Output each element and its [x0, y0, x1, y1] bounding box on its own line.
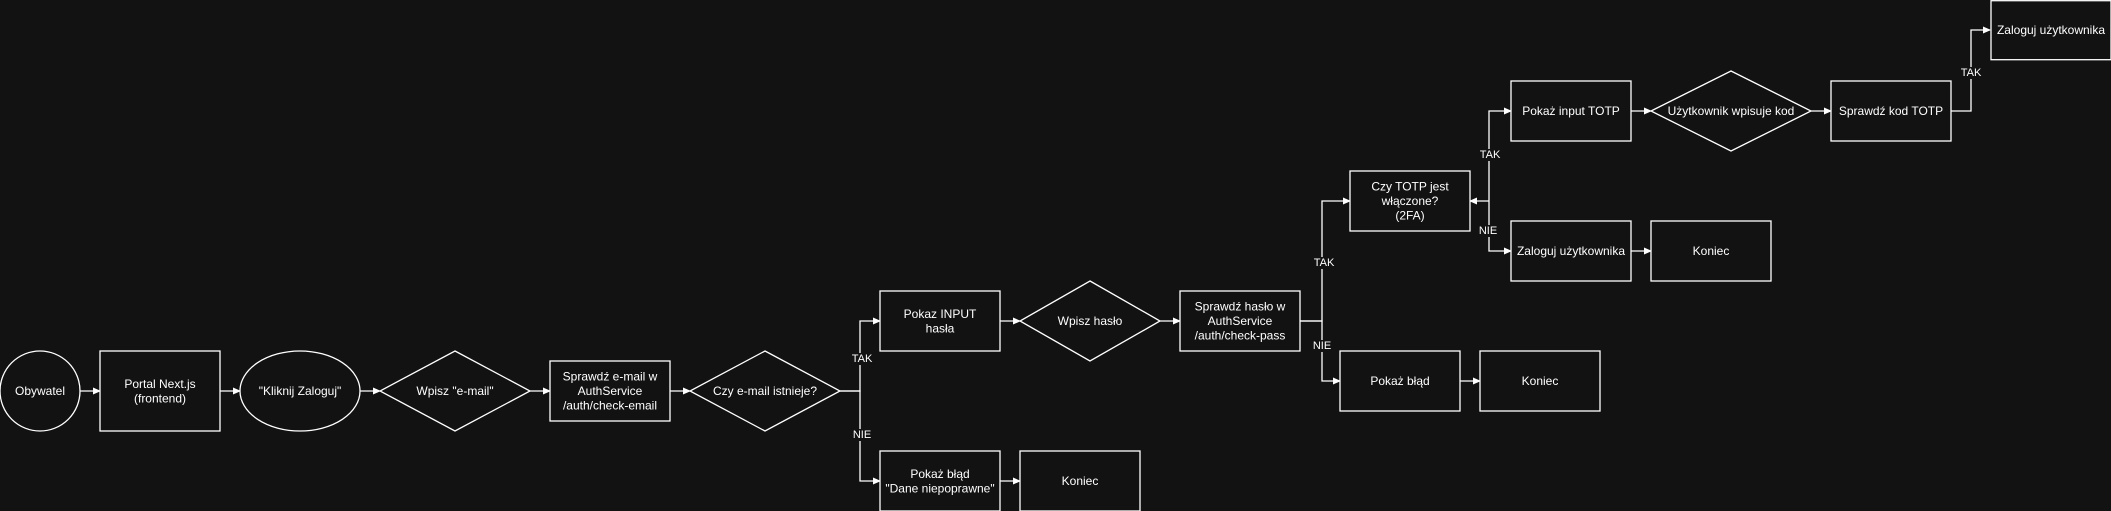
- node-shape: [1649, 70, 1813, 152]
- edge-label-email-tak: TAK: [852, 353, 873, 365]
- node-shape: [1830, 80, 1952, 142]
- node-shape: [1349, 170, 1471, 232]
- node-text-line: Wpisz "e-mail": [416, 384, 493, 398]
- node-text-line: Czy e-mail istnieje?: [713, 384, 817, 398]
- node-shape: [549, 360, 671, 422]
- node-shape: [378, 350, 532, 432]
- node-pokaz-blad-2: Pokaż błąd: [1339, 350, 1461, 412]
- node-shape: [688, 350, 842, 432]
- edge-label-totp-tak: TAK: [1480, 149, 1501, 161]
- node-wpisuje-kod: Użytkownik wpisuje kod: [1649, 70, 1813, 152]
- edge-label-bg: [1476, 225, 1500, 237]
- node-text-line: AuthService: [578, 384, 643, 398]
- node-shape: [1510, 220, 1632, 282]
- node-sprawdz-haslo: Sprawdź hasło wAuthService/auth/check-pa…: [1179, 290, 1301, 352]
- node-koniec-2: Koniec: [1479, 350, 1601, 412]
- node-text-line: /auth/check-email: [563, 399, 657, 413]
- edge-label-bg: [1478, 149, 1502, 161]
- node-shape: [99, 350, 221, 432]
- node-kliknij: "Kliknij Zaloguj": [239, 350, 361, 432]
- node-sprawdz-email: Sprawdź e-mail wAuthService/auth/check-e…: [549, 360, 671, 422]
- node-wpisz-haslo: Wpisz hasło: [1018, 280, 1162, 362]
- node-text-line: "Dane niepoprawne": [885, 481, 994, 495]
- node-text-line: Koniec: [1062, 474, 1099, 488]
- node-text-line: Pokaż błąd: [1370, 374, 1429, 388]
- node-czy-email: Czy e-mail istnieje?: [688, 350, 842, 432]
- node-text-line: (frontend): [134, 391, 186, 405]
- node-text-line: Koniec: [1522, 374, 1559, 388]
- node-shape: [239, 350, 361, 432]
- node-shape: [1179, 290, 1301, 352]
- edge-label-haslo-tak: TAK: [1314, 257, 1335, 269]
- node-text-line: Sprawdź kod TOTP: [1839, 104, 1943, 118]
- edge-label-bg: [850, 429, 874, 441]
- edge-totp-nie: [1488, 201, 1512, 255]
- node-text-line: Wpisz hasło: [1058, 314, 1123, 328]
- node-zaloguj-2: Zaloguj użytkownika: [1990, 0, 2111, 61]
- node-sprawdz-totp: Sprawdź kod TOTP: [1830, 80, 1952, 142]
- node-text-line: Obywatel: [15, 384, 65, 398]
- edge-labels: TAK NIE TAK NIE TAK NIE TAK: [850, 67, 1983, 441]
- node-text-line: Sprawdź e-mail w: [563, 370, 658, 384]
- node-shape: [1018, 280, 1162, 362]
- node-shape: [1650, 220, 1772, 282]
- node-text-line: "Kliknij Zaloguj": [259, 384, 342, 398]
- edge-label-bg: [850, 353, 874, 365]
- node-koniec-1: Koniec: [1019, 450, 1141, 511]
- node-text-line: hasła: [926, 321, 955, 335]
- node-text-line: AuthService: [1208, 314, 1273, 328]
- node-shape: [0, 350, 81, 432]
- edge-label-bg: [1312, 257, 1336, 269]
- node-text-line: Sprawdź hasło w: [1195, 300, 1286, 314]
- node-text-line: Zaloguj użytkownika: [1997, 23, 2105, 37]
- node-text-line: Koniec: [1693, 244, 1730, 258]
- node-shape: [879, 450, 1001, 511]
- node-koniec-3: Koniec: [1650, 220, 1772, 282]
- node-shape: [879, 290, 1001, 352]
- node-text-line: włączone?: [1381, 194, 1439, 208]
- node-shape: [1510, 80, 1632, 142]
- edge-label-haslo-nie: NIE: [1313, 340, 1331, 352]
- node-text-line: Portal Next.js: [124, 377, 195, 391]
- node-obywatel: Obywatel: [0, 350, 81, 432]
- node-text-line: /auth/check-pass: [1195, 329, 1286, 343]
- node-shape: [1019, 450, 1141, 511]
- edge-label-kod-tak: TAK: [1961, 67, 1982, 79]
- node-shape: [1339, 350, 1461, 412]
- node-text-line: Pokaz INPUT: [904, 307, 977, 321]
- edge-label-totp-nie: NIE: [1479, 225, 1497, 237]
- node-text-line: Pokaż błąd: [910, 467, 969, 481]
- node-pokaz-totp: Pokaż input TOTP: [1510, 80, 1632, 142]
- node-text-line: (2FA): [1395, 209, 1424, 223]
- node-shape: [1479, 350, 1601, 412]
- edge-label-bg: [1959, 67, 1983, 79]
- node-text-line: Użytkownik wpisuje kod: [1668, 104, 1795, 118]
- node-zaloguj-1: Zaloguj użytkownika: [1510, 220, 1632, 282]
- node-portal: Portal Next.js(frontend): [99, 350, 221, 432]
- edge-totp-tak: [1488, 107, 1512, 201]
- edge-label-email-nie: NIE: [853, 429, 871, 441]
- node-text-line: Pokaż input TOTP: [1522, 104, 1620, 118]
- node-pokaz-blad-1: Pokaż błąd"Dane niepoprawne": [879, 450, 1001, 511]
- node-wpisz-email: Wpisz "e-mail": [378, 350, 532, 432]
- node-shape: [1990, 0, 2111, 61]
- node-text-line: Zaloguj użytkownika: [1517, 244, 1625, 258]
- node-text-line: Czy TOTP jest: [1371, 180, 1449, 194]
- edge-label-bg: [1310, 340, 1334, 352]
